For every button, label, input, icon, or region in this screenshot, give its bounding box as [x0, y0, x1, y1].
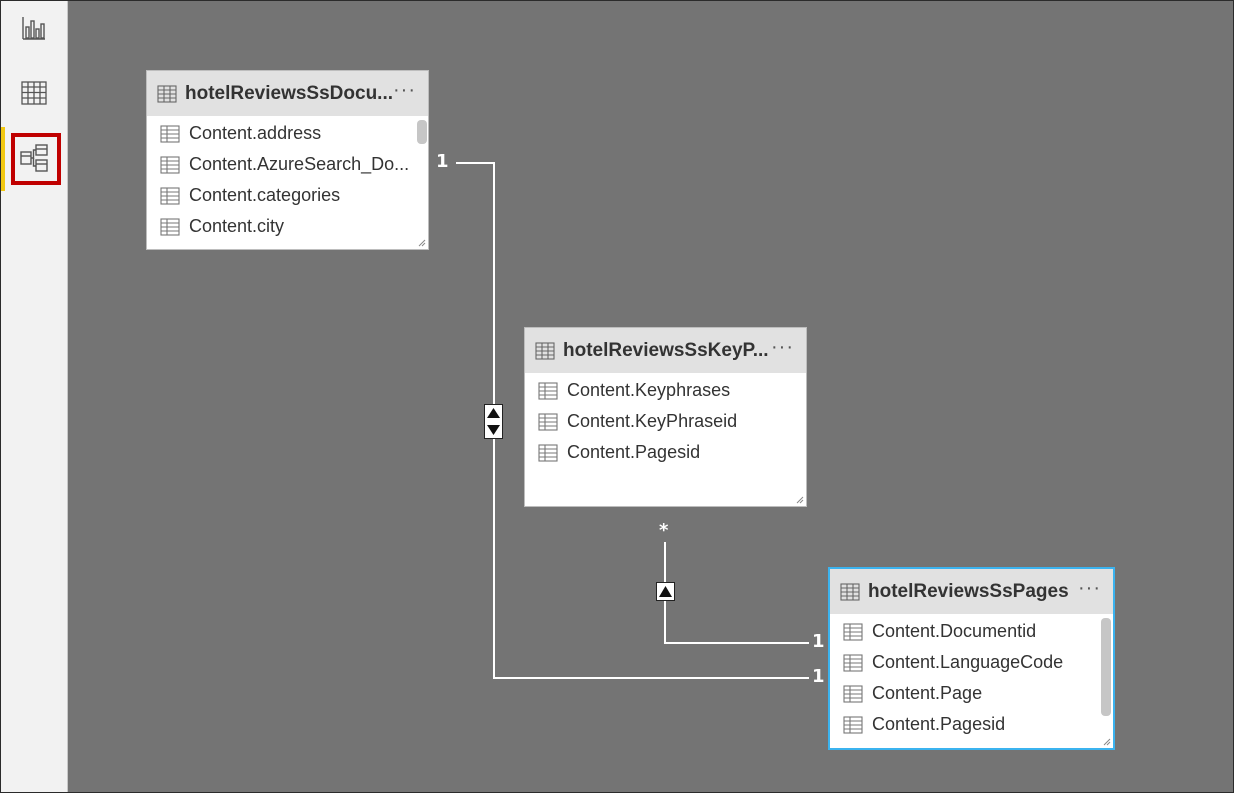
field-row[interactable]: Content.address	[147, 118, 428, 149]
table-title: hotelReviewsSsKeyP...	[563, 339, 769, 361]
field-list: Content.Documentid Content.LanguageCode …	[830, 614, 1113, 740]
field-name: Content.Page	[872, 683, 983, 703]
field-name: Content.AzureSearch_Do...	[189, 154, 410, 174]
model-diagram-icon	[20, 144, 48, 172]
single-filter-arrow-icon[interactable]	[656, 582, 675, 601]
cardinality-one-label: 1	[812, 631, 825, 652]
field-row[interactable]: Content.LanguageCode	[830, 647, 1113, 678]
column-icon	[538, 412, 558, 431]
field-name: Content.Documentid	[872, 621, 1037, 641]
column-icon	[160, 155, 180, 174]
resize-grip-icon[interactable]	[796, 496, 804, 504]
table-icon	[840, 582, 860, 601]
field-row[interactable]: Content.Page	[830, 678, 1113, 709]
column-icon	[160, 217, 180, 236]
cardinality-many-label: *	[659, 520, 669, 541]
column-icon	[160, 186, 180, 205]
field-name: Content.LanguageCode	[872, 652, 1064, 672]
table-title: hotelReviewsSsPages	[868, 580, 1069, 602]
table-icon	[535, 341, 555, 360]
table-header[interactable]: hotelReviewsSsDocu... ···	[147, 71, 428, 116]
field-row[interactable]: Content.Documentid	[830, 616, 1113, 647]
field-row[interactable]: Content.AzureSearch_Do...	[147, 149, 428, 180]
column-icon	[843, 684, 863, 703]
table-header[interactable]: hotelReviewsSsKeyP... ···	[525, 328, 806, 373]
report-view-button[interactable]	[7, 1, 61, 55]
field-name: Content.Pagesid	[567, 442, 701, 462]
field-name: Content.Pagesid	[872, 714, 1006, 734]
more-options-button[interactable]: ···	[1078, 577, 1101, 599]
resize-grip-icon[interactable]	[1103, 738, 1111, 746]
field-name: Content.categories	[189, 185, 341, 205]
table-icon	[157, 84, 177, 103]
column-icon	[538, 381, 558, 400]
field-list: Content.address Content.AzureSearch_Do..…	[147, 116, 428, 242]
column-icon	[843, 653, 863, 672]
table-header[interactable]: hotelReviewsSsPages ···	[830, 569, 1113, 614]
bar-chart-icon	[22, 17, 45, 40]
field-name: Content.address	[189, 123, 322, 143]
table-grid-icon	[21, 81, 47, 105]
data-view-button[interactable]	[7, 66, 61, 120]
column-icon	[843, 622, 863, 641]
bidirectional-filter-icon[interactable]	[484, 404, 503, 439]
table-title: hotelReviewsSsDocu...	[185, 82, 394, 104]
column-icon	[538, 443, 558, 462]
field-row[interactable]: Content.Pagesid	[525, 437, 806, 468]
field-row[interactable]: Content.categories	[147, 180, 428, 211]
view-sidebar	[1, 1, 68, 792]
table-card-keyphrases[interactable]: hotelReviewsSsKeyP... ··· Content.Keyphr…	[524, 327, 807, 507]
field-row[interactable]: Content.Keyphrases	[525, 375, 806, 406]
table-card-documents[interactable]: hotelReviewsSsDocu... ··· Content.addres…	[146, 70, 429, 250]
more-options-button[interactable]: ···	[393, 79, 416, 101]
model-view-button[interactable]	[1, 127, 61, 191]
more-options-button[interactable]: ···	[771, 336, 794, 358]
field-list: Content.Keyphrases Content.KeyPhraseid C…	[525, 373, 806, 468]
field-row[interactable]: Content.city	[147, 211, 428, 242]
field-name: Content.KeyPhraseid	[567, 411, 738, 431]
scrollbar-thumb[interactable]	[1101, 618, 1111, 716]
field-name: Content.city	[189, 216, 285, 236]
scrollbar-thumb[interactable]	[417, 120, 427, 144]
table-card-pages[interactable]: hotelReviewsSsPages ··· Content.Document…	[828, 567, 1115, 750]
column-icon	[160, 124, 180, 143]
column-icon	[843, 715, 863, 734]
cardinality-one-label: 1	[812, 666, 825, 687]
cardinality-one-label: 1	[436, 151, 449, 172]
field-name: Content.Keyphrases	[567, 380, 731, 400]
resize-grip-icon[interactable]	[418, 239, 426, 247]
field-row[interactable]: Content.KeyPhraseid	[525, 406, 806, 437]
relationship-line-keyphrases-pages	[664, 542, 809, 644]
field-row[interactable]: Content.Pagesid	[830, 709, 1113, 740]
